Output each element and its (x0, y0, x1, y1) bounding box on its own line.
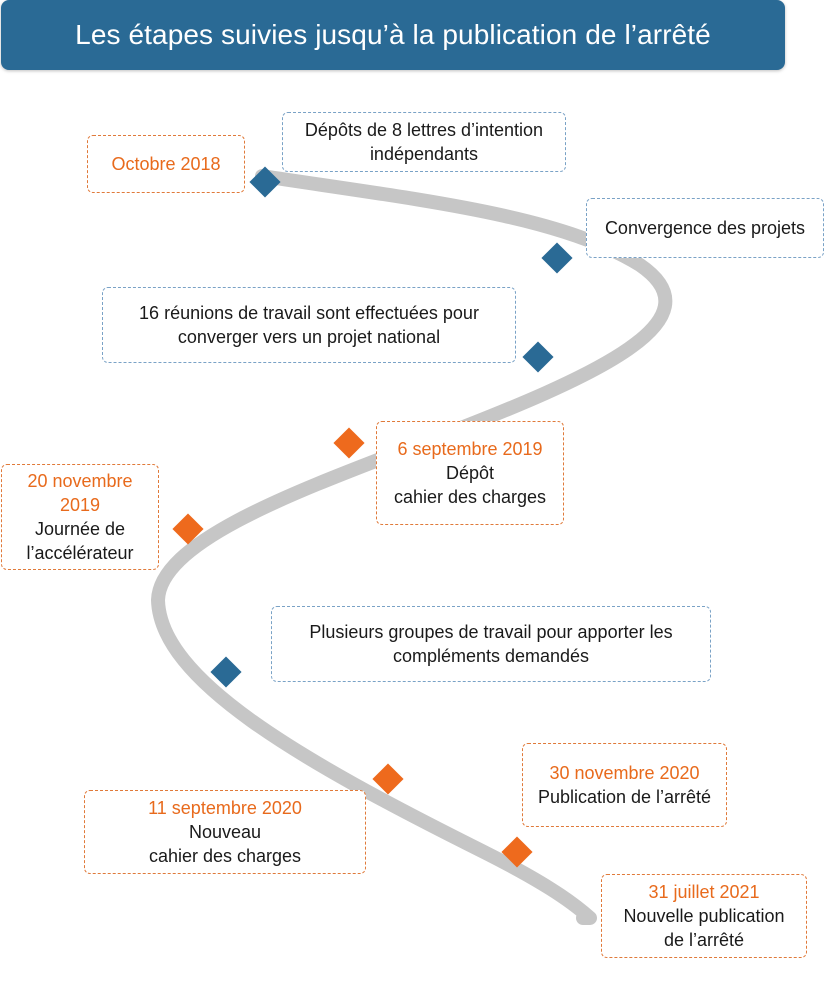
title-banner: Les étapes suivies jusqu’à la publicatio… (1, 0, 785, 70)
event-text: Convergence des projets (604, 218, 806, 238)
event-text: Dépôt (445, 463, 495, 483)
event-jul2021: 31 juillet 2021 Nouvelle publication de … (601, 874, 807, 958)
event-text: Nouveau (188, 822, 262, 842)
event-text: Publication de l’arrêté (537, 787, 712, 807)
event-date: 31 juillet 2021 (648, 882, 760, 902)
event-text: compléments demandés (392, 646, 590, 666)
event-text: Nouvelle publication (623, 906, 785, 926)
event-date: 11 septembre 2020 (148, 798, 302, 818)
event-sep2020: 11 septembre 2020 Nouveau cahier des cha… (84, 790, 366, 874)
event-convergence: Convergence des projets (586, 198, 824, 258)
event-text: converger vers un projet national (177, 327, 441, 347)
event-reunions: 16 réunions de travail sont effectuées p… (102, 287, 516, 363)
event-text: indépendants (369, 144, 479, 164)
event-lettres: Dépôts de 8 lettres d’intention indépend… (282, 112, 566, 172)
event-nov2020: 30 novembre 2020 Publication de l’arrêté (522, 743, 727, 827)
event-date: 30 novembre 2020 (549, 763, 700, 783)
event-date: 20 novembre (27, 471, 133, 491)
event-date: Octobre 2018 (111, 154, 221, 174)
event-date: 2019 (59, 495, 101, 515)
page-title: Les étapes suivies jusqu’à la publicatio… (75, 19, 711, 50)
event-sep2019: 6 septembre 2019 Dépôt cahier des charge… (376, 421, 564, 525)
event-text: l’accélérateur (26, 543, 134, 563)
event-text: cahier des charges (148, 846, 302, 866)
event-text: 16 réunions de travail sont effectuées p… (139, 303, 479, 323)
event-date: 6 septembre 2019 (397, 439, 543, 459)
event-nov2019: 20 novembre 2019 Journée de l’accélérate… (1, 464, 159, 570)
event-text: Plusieurs groupes de travail pour apport… (309, 622, 673, 642)
event-oct2018: Octobre 2018 (87, 135, 245, 193)
event-text: Dépôts de 8 lettres d’intention (304, 120, 544, 140)
event-text: cahier des charges (393, 487, 547, 507)
event-text: Journée de (34, 519, 126, 539)
event-text: de l’arrêté (663, 930, 745, 950)
event-groupes: Plusieurs groupes de travail pour apport… (271, 606, 711, 682)
